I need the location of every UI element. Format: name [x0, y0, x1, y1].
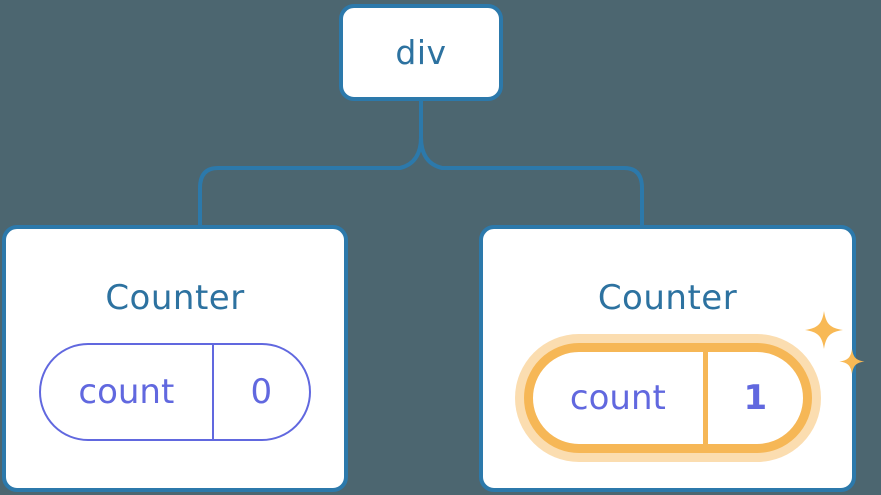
state-pill-wrapper-left: count 0	[39, 343, 311, 441]
state-pill-left[interactable]: count 0	[39, 343, 311, 441]
node-div-label: div	[395, 33, 447, 72]
sparkle-four-point-small-icon	[839, 349, 864, 374]
state-pill-right[interactable]: count 1	[523, 343, 812, 453]
state-value-right: 1	[743, 378, 768, 418]
tree-node-div[interactable]: div	[339, 4, 503, 101]
node-counter-right-title: Counter	[597, 278, 738, 318]
sparkle-group	[804, 311, 864, 374]
tree-node-counter-left[interactable]: Counter count 0	[2, 225, 348, 492]
state-pill-wrapper-right: count 1	[523, 311, 864, 453]
sparkle-four-point-icon	[804, 311, 843, 349]
state-key-left: count	[41, 345, 214, 439]
state-value-left: 0	[250, 372, 273, 412]
node-counter-left-title: Counter	[105, 278, 245, 318]
state-key-right: count	[533, 352, 709, 444]
tree-node-counter-right[interactable]: Counter count 1	[479, 225, 864, 492]
